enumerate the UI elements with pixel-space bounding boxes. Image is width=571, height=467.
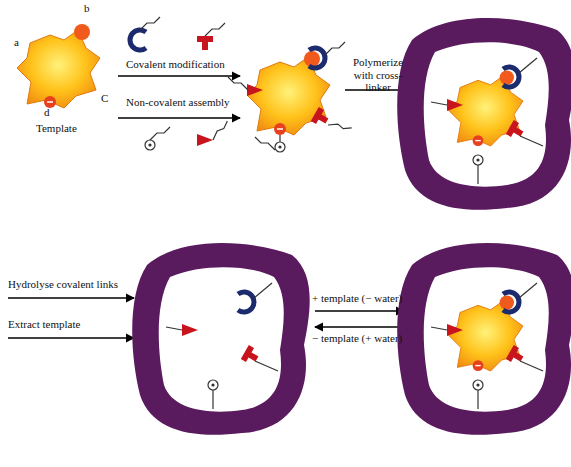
step-label: − template (+ water) [312, 332, 412, 345]
part-letter: d [44, 106, 50, 119]
step-label: Hydrolyse covalent links [8, 278, 138, 291]
step-label: Template [36, 122, 77, 135]
step-label: Polymerize with cross-linker [342, 56, 414, 94]
step-label: Extract template [8, 318, 138, 331]
part-letter: C [101, 92, 108, 105]
step-label: + template (− water) [312, 292, 412, 305]
part-letter: a [14, 36, 19, 49]
part-letter: b [84, 2, 90, 15]
step-label: Non-covalent assembly [126, 96, 246, 109]
step-label: Covalent modification [126, 58, 246, 71]
